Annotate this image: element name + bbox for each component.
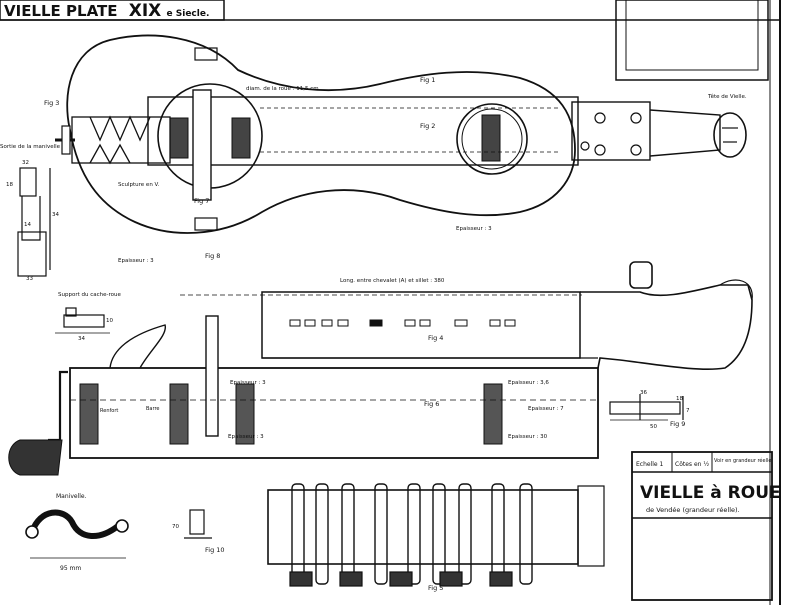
label-renfort: Renfort: [100, 408, 118, 414]
dim-34-b: 34: [78, 336, 85, 342]
dim-14: 14: [24, 222, 31, 228]
dim-18b: 18: [676, 396, 683, 402]
label-sculpture: Sculpture en V.: [118, 182, 160, 188]
dim-33: 33: [26, 276, 33, 282]
dim-18: 18: [6, 182, 13, 188]
label-crank-exit: Sortie de la manivelle: [0, 144, 61, 150]
dim-50: 50: [650, 424, 657, 430]
label-fig6: Fig 6: [424, 400, 439, 408]
label-thickness-c: Epaisseur : 3: [228, 434, 264, 440]
label-fig8: Fig 8: [205, 252, 220, 260]
detail-fig9: [609, 394, 684, 421]
label-thickness-b: Epaisseur : 3: [230, 380, 266, 386]
label-thickness-36: Epaisseur : 3,6: [508, 380, 549, 386]
dim-34-a: 34: [52, 212, 59, 218]
label-wheel-diameter: diam. de la roue : 11,5 cm: [246, 86, 319, 92]
label-string-length: Long. entre chevalet (A) et sillet : 380: [340, 278, 445, 284]
label-fig4: Fig 4: [428, 334, 443, 342]
label-fig3: Fig 3: [44, 99, 59, 107]
cartouche-title: VIELLE à ROUE: [640, 483, 781, 503]
dim-32: 32: [22, 160, 29, 166]
label-thickness-7: Epaisseur : 7: [528, 406, 564, 412]
label-thickness-left: Epaisseur : 3: [118, 258, 154, 264]
cartouche-subtitle: de Vendée (grandeur réelle).: [646, 506, 740, 514]
crank-exit-detail: [17, 167, 51, 277]
label-fig1: Fig 1: [420, 76, 435, 84]
plate-title: VIELLE PLATE XIX e Siecle.: [4, 1, 209, 21]
cartouche-note: Voir en grandeur réelle: [714, 457, 771, 464]
crank-drawing: [25, 509, 129, 559]
cartouche-dimensions: Côtes en ½: [675, 461, 709, 468]
label-support: Support du cache-roue: [58, 292, 121, 298]
support-detail: [55, 307, 110, 334]
label-fig2: Fig 2: [420, 122, 435, 130]
label-thickness-top: Epaisseur : 3: [456, 226, 492, 232]
label-barre: Barre: [146, 406, 159, 412]
label-95mm: 95 mm: [60, 565, 81, 572]
label-fig10: Fig 10: [205, 546, 225, 554]
keyboard-view: [267, 483, 605, 587]
label-head: Tête de Vielle.: [707, 93, 747, 100]
detail-fig10: [184, 509, 212, 539]
dim-70: 70: [172, 524, 179, 530]
hurdy-gurdy-side-view: [8, 261, 753, 476]
label-crank: Manivelle.: [56, 493, 87, 500]
dim-7: 7: [686, 408, 690, 414]
label-fig9: Fig 9: [670, 420, 685, 428]
cartouche-scale: Echelle 1: [636, 461, 664, 468]
dim-10: 10: [106, 318, 113, 324]
title-cartouche: [631, 451, 773, 601]
label-fig5: Fig 5: [428, 584, 443, 592]
hurdy-gurdy-top-view: [55, 34, 747, 234]
label-fig7: Fig 7: [194, 197, 209, 205]
label-thickness-30: Epaisseur : 30: [508, 434, 548, 440]
dim-36: 36: [640, 390, 647, 396]
